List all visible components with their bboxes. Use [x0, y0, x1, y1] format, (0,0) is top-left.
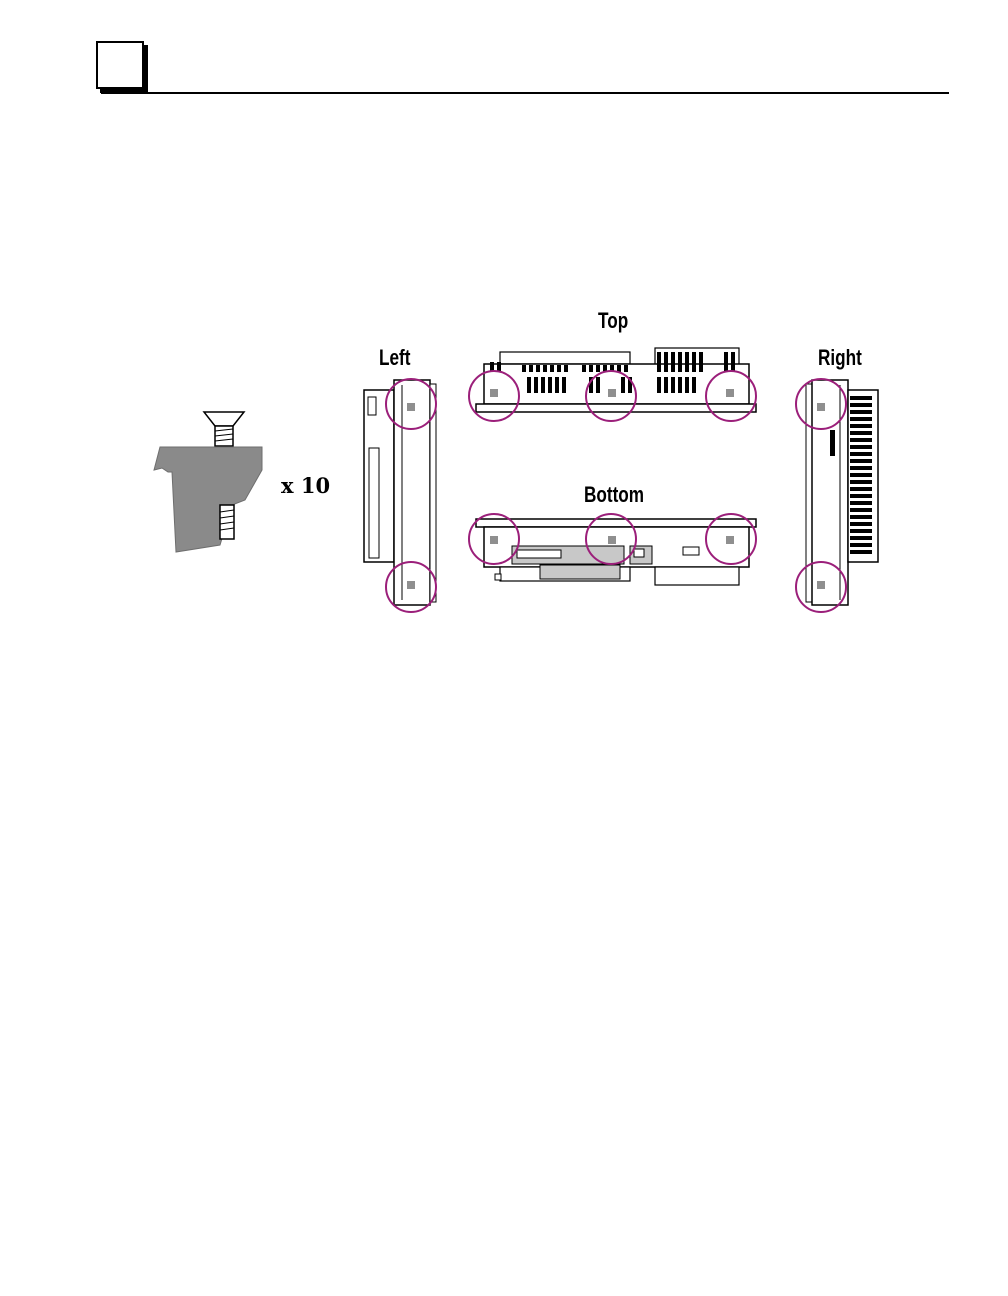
- mount-square: [817, 581, 825, 589]
- mounting-clamp-icon: [154, 412, 262, 552]
- mount-square: [817, 403, 825, 411]
- mount-square: [407, 403, 415, 411]
- top-view: [469, 348, 756, 421]
- right-side-view: [796, 379, 878, 612]
- left-side-view: [364, 379, 436, 612]
- mount-square: [726, 389, 734, 397]
- mount-square: [608, 536, 616, 544]
- mount-square: [490, 536, 498, 544]
- mount-square: [726, 536, 734, 544]
- mount-square: [490, 389, 498, 397]
- bottom-view: [469, 514, 756, 585]
- mount-square: [608, 389, 616, 397]
- mount-square: [407, 581, 415, 589]
